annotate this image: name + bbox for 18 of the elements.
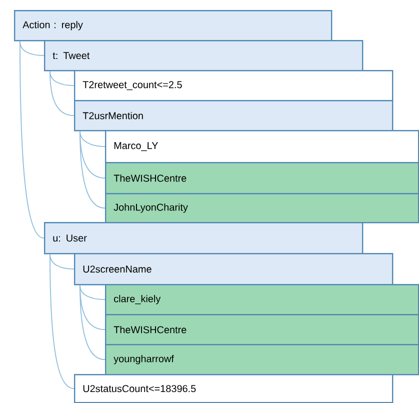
tree-node-box: T2usrMention (74, 100, 394, 132)
leaf-node-box: TheWISHCentre (105, 314, 419, 346)
tree-connector (20, 40, 44, 239)
tree-connector (80, 284, 106, 360)
tree-node-box: Marco_LY (105, 130, 419, 164)
tree-node-box: U2statusCount<=18396.5 (74, 374, 394, 403)
tree-node-box: u: User (44, 222, 364, 254)
leaf-node-box: JohnLyonCharity (105, 193, 419, 224)
tree-connector (50, 254, 74, 390)
tree-node-box: T2retweet_count<=2.5 (74, 70, 394, 102)
leaf-node-box: clare_kiely (105, 284, 419, 316)
tree-connector (50, 70, 74, 116)
leaf-node-box: TheWISHCentre (105, 162, 419, 194)
leaf-node-box: youngharrowf (105, 344, 419, 376)
tree-connector (80, 130, 106, 209)
tree-node-box: Action : reply (14, 10, 332, 42)
tree-node-box: U2screenName (74, 253, 394, 286)
tree-node-box: t: Tweet (44, 40, 364, 72)
